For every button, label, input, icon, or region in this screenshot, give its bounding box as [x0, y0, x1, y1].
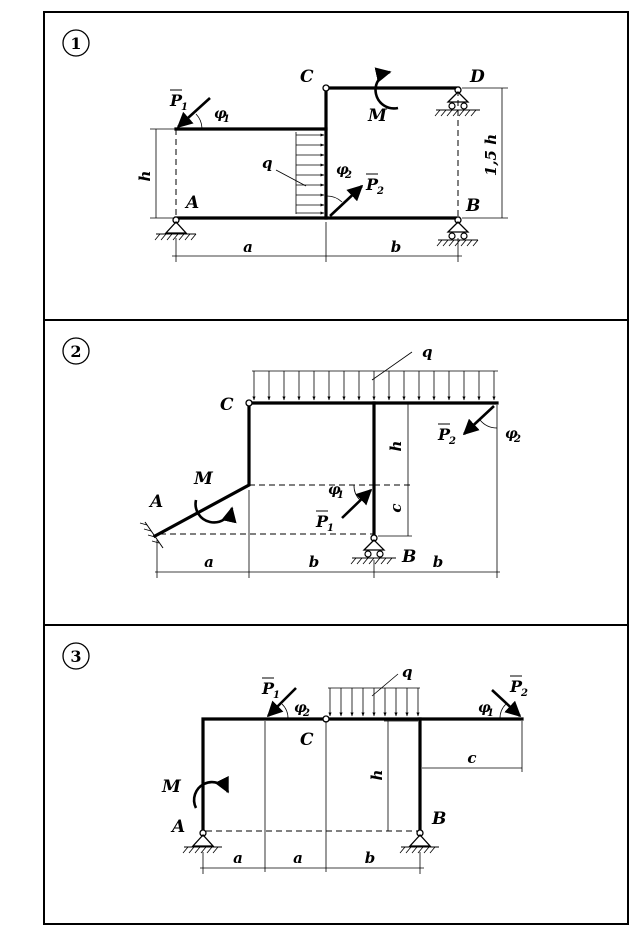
hinge-C — [245, 399, 253, 407]
label-phi1: φ — [478, 700, 491, 716]
label-P1: P — [261, 679, 275, 698]
panel-number: 1 — [70, 34, 81, 53]
angle-phi2-arc — [479, 419, 498, 429]
label-q: q — [422, 343, 433, 361]
label-phi1-sub: 1 — [487, 708, 494, 719]
dim-b-2: b — [433, 553, 444, 571]
dim-h: h — [368, 770, 386, 781]
frame-3-left — [201, 717, 328, 833]
frame-1-beam — [174, 127, 328, 220]
dim-c: c — [387, 503, 405, 512]
label-phi1-sub: 1 — [223, 114, 230, 125]
label-P1-sub: 1 — [181, 102, 188, 113]
label-C: C — [300, 67, 314, 87]
label-phi2-sub: 2 — [513, 434, 521, 445]
label-phi2: φ — [336, 162, 349, 178]
dim-b: b — [365, 849, 376, 867]
moment-M-arrow — [192, 775, 230, 809]
moment-M-arrow — [194, 499, 237, 524]
dim-1-5h: 1,5 h — [482, 134, 500, 176]
force-P2-arrow — [462, 405, 495, 436]
label-P2-sub: 2 — [376, 186, 384, 197]
label-P2: P — [437, 425, 451, 444]
panel-3: 3 C q c h — [62, 642, 528, 874]
force-P1-arrow — [176, 97, 211, 129]
panel-number: 2 — [70, 342, 81, 361]
label-phi1-sub: 1 — [337, 490, 344, 501]
label-M: M — [161, 777, 182, 797]
label-phi2-sub: 2 — [344, 170, 352, 181]
label-phi1: φ — [328, 482, 341, 498]
angle-phi1-arc — [353, 484, 361, 501]
label-P1-sub: 1 — [273, 690, 280, 701]
label-phi2-sub: 2 — [302, 708, 310, 719]
angle-phi2-arc — [281, 703, 289, 720]
panel-number-circle — [62, 337, 90, 365]
label-D: D — [469, 67, 485, 87]
label-phi2: φ — [505, 426, 518, 442]
dim-c: c — [467, 749, 476, 767]
dim-a: a — [243, 238, 253, 256]
support-A-pin — [154, 216, 197, 241]
angle-phi1-arc — [499, 703, 507, 720]
dim-a-1: a — [233, 849, 243, 867]
label-A: A — [170, 817, 185, 837]
label-B: B — [465, 196, 480, 216]
angle-phi2-arc — [325, 195, 343, 203]
label-C: C — [300, 730, 314, 750]
label-C: C — [220, 395, 234, 415]
moment-M-arrow — [374, 67, 399, 110]
support-A-fixed — [139, 521, 164, 549]
force-P2-arrow — [491, 689, 522, 718]
panel-number-circle — [62, 642, 90, 670]
panel-number-circle — [62, 29, 90, 57]
support-D-roller — [434, 86, 480, 117]
dim-a: a — [204, 553, 214, 571]
panel-2: 2 C q — [62, 337, 521, 578]
panel-1: 1 h 1,5 h a b — [62, 29, 508, 262]
label-P1: P — [315, 512, 329, 531]
label-B: B — [401, 547, 416, 567]
force-P1-arrow — [266, 687, 297, 718]
label-P2-sub: 2 — [448, 436, 456, 447]
label-P1: P — [169, 91, 183, 110]
force-P2-arrow — [329, 184, 364, 217]
label-B: B — [431, 809, 446, 829]
dim-b-1: b — [309, 553, 320, 571]
label-q: q — [402, 663, 413, 681]
distributed-load-q — [328, 673, 420, 717]
label-A: A — [148, 492, 163, 512]
label-P2: P — [509, 677, 523, 696]
distributed-load-q — [275, 132, 325, 215]
label-P2: P — [365, 175, 379, 194]
angle-phi1-arc — [195, 113, 203, 130]
label-phi1: φ — [214, 106, 227, 122]
label-M: M — [367, 106, 388, 126]
label-M: M — [193, 469, 214, 489]
panel-number: 3 — [70, 647, 81, 666]
label-P2-sub: 2 — [520, 688, 528, 699]
outer-frame — [43, 11, 629, 925]
support-B-roller — [436, 216, 479, 247]
support-B-pin — [399, 829, 439, 854]
force-P1-arrow — [341, 488, 373, 519]
label-q: q — [262, 154, 273, 172]
distributed-load-q — [252, 351, 498, 401]
dim-b: b — [391, 238, 402, 256]
support-B-roller — [350, 534, 396, 565]
support-A-pin — [182, 829, 222, 854]
dim-h: h — [136, 171, 154, 182]
dim-h: h — [387, 441, 405, 452]
label-phi2: φ — [294, 700, 307, 716]
hinge-C — [322, 84, 330, 92]
label-P1-sub: 1 — [327, 523, 334, 534]
dim-a-2: a — [293, 849, 303, 867]
label-A: A — [184, 193, 199, 213]
